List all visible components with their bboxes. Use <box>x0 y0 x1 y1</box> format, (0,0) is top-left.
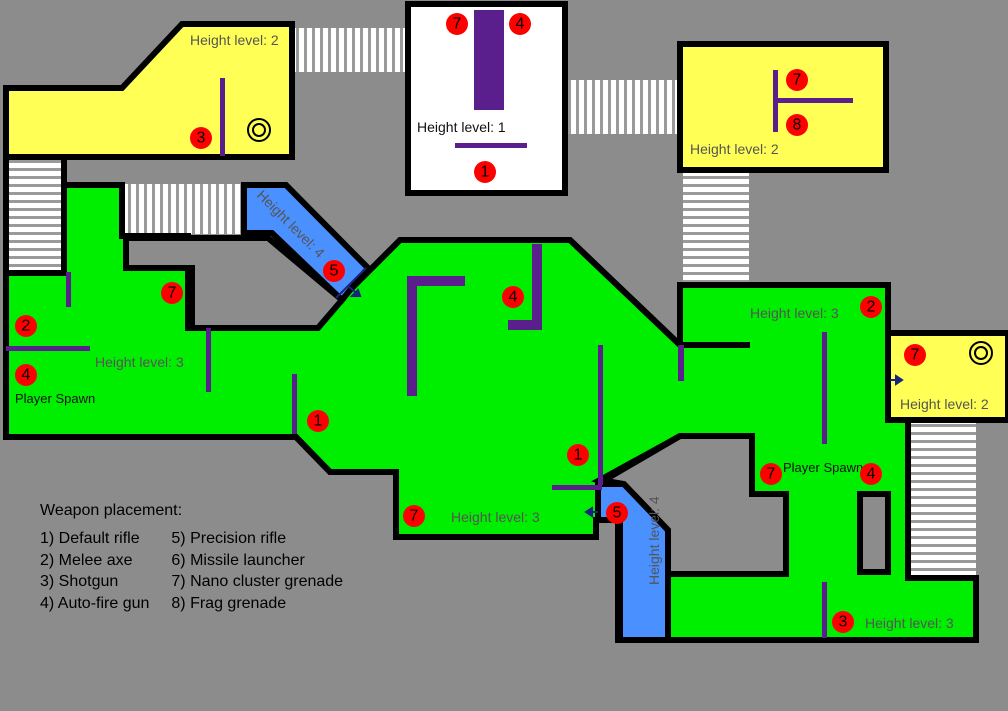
legend-item: 6) Missile launcher <box>171 551 305 569</box>
legend-column-1: 1) Default rifle 2) Melee axe 3) Shotgun… <box>40 528 149 614</box>
height-label-top-right: Height level: 2 <box>690 141 779 157</box>
weapon-marker: 3 <box>190 127 212 149</box>
weapon-marker: 7 <box>161 282 183 304</box>
weapon-marker: 7 <box>446 13 468 35</box>
weapon-marker: 5 <box>323 260 345 282</box>
legend-item: 2) Melee axe <box>40 551 133 569</box>
height-label-center-green: Height level: 3 <box>451 509 540 525</box>
svg-text:1: 1 <box>574 447 583 464</box>
legend-column-2: 5) Precision rifle 6) Missile launcher 7… <box>171 528 343 614</box>
svg-text:4: 4 <box>867 466 876 483</box>
weapon-marker: 7 <box>760 463 782 485</box>
legend-item: 7) Nano cluster grenade <box>171 573 344 590</box>
svg-text:5: 5 <box>330 263 339 280</box>
weapon-marker: 4 <box>15 364 37 386</box>
height-label-left-green: Height level: 3 <box>95 354 184 370</box>
height-label-right-green: Height level: 3 <box>750 305 839 321</box>
svg-text:7: 7 <box>168 285 177 302</box>
weapon-legend: Weapon placement: 1) Default rifle 2) Me… <box>40 502 343 614</box>
svg-text:4: 4 <box>516 16 525 33</box>
target-ring-icon <box>247 118 993 365</box>
svg-text:8: 8 <box>793 117 802 134</box>
svg-text:5: 5 <box>613 505 622 522</box>
svg-text:1: 1 <box>481 164 490 181</box>
height-label-right-small: Height level: 2 <box>900 396 989 412</box>
spawn-label-left: Player Spawn <box>15 391 95 406</box>
stairs-icon <box>6 28 976 635</box>
weapon-marker: 1 <box>307 410 329 432</box>
weapon-marker: 8 <box>786 114 808 136</box>
legend-item: 3) Shotgun <box>40 573 119 590</box>
weapon-marker: 4 <box>860 463 882 485</box>
svg-text:7: 7 <box>453 16 462 33</box>
weapon-marker: 3 <box>832 611 854 633</box>
legend-item: 1) Default rifle <box>40 530 140 547</box>
outer-walls <box>3 157 979 643</box>
height-label-top-left: Height level: 2 <box>190 32 279 48</box>
height-label-top-center: Height level: 1 <box>417 119 506 135</box>
svg-text:7: 7 <box>911 347 920 364</box>
spawn-label-right: Player Spawn <box>783 460 863 475</box>
svg-text:2: 2 <box>22 318 31 335</box>
weapon-marker: 5 <box>606 502 628 524</box>
weapon-marker: 7 <box>904 344 926 366</box>
svg-text:4: 4 <box>509 289 518 306</box>
legend-item: 5) Precision rifle <box>171 530 287 547</box>
height-label-bottom-right: Height level: 3 <box>865 615 954 631</box>
legend-title: Weapon placement: <box>40 502 183 519</box>
weapon-marker: 2 <box>860 296 882 318</box>
svg-text:7: 7 <box>410 508 419 525</box>
weapon-marker: 7 <box>403 505 425 527</box>
weapon-markers: 3 7 4 1 7 8 5 7 4 2 4 1 1 7 2 7 4 5 7 3 <box>15 13 926 633</box>
arrow-icon <box>335 267 904 518</box>
svg-text:2: 2 <box>867 299 876 316</box>
weapon-marker: 4 <box>502 286 524 308</box>
svg-text:7: 7 <box>793 72 802 89</box>
height-label-blue-lower: Height level: 4 <box>646 496 662 585</box>
weapon-marker: 7 <box>786 69 808 91</box>
legend-item: 8) Frag grenade <box>171 594 287 612</box>
weapon-marker: 1 <box>567 444 589 466</box>
svg-text:3: 3 <box>839 614 848 631</box>
weapon-marker: 1 <box>474 161 496 183</box>
svg-text:7: 7 <box>767 466 776 483</box>
cover-walls <box>6 10 853 638</box>
svg-text:3: 3 <box>197 130 206 147</box>
svg-text:1: 1 <box>314 413 323 430</box>
weapon-marker: 2 <box>15 315 37 337</box>
svg-text:4: 4 <box>22 367 31 384</box>
weapon-marker: 4 <box>509 13 531 35</box>
interior-walls <box>123 235 891 577</box>
legend-item: 4) Auto-fire gun <box>40 594 150 612</box>
